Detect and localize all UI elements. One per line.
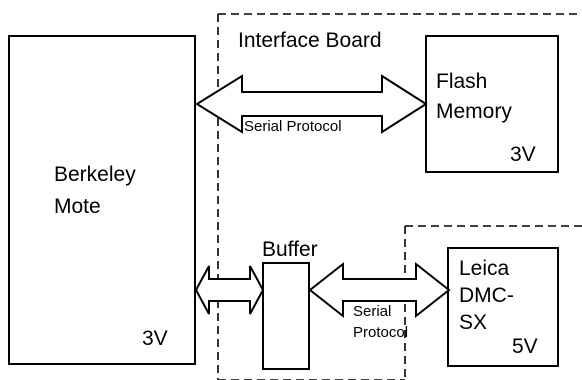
interface-board-boundary (217, 13, 582, 380)
flash-memory-label-line2: Memory (436, 100, 512, 123)
flash-memory-block (425, 35, 559, 173)
top-link-label: Serial Protocol (244, 118, 342, 135)
flash-memory-voltage: 3V (510, 143, 536, 166)
interface-board-title: Interface Board (238, 29, 382, 52)
flash-memory-label-line1: Flash (436, 70, 487, 93)
mote-buffer-double-arrow (194, 265, 265, 315)
buffer-block (262, 262, 310, 370)
buffer-leica-double-arrow (308, 261, 451, 319)
bottom-link-label-line2: Protocol (353, 324, 408, 341)
leica-camera-label-line2: DMC- (459, 284, 514, 307)
buffer-label: Buffer (262, 238, 318, 261)
leica-camera-label-line3: SX (459, 311, 487, 334)
leica-camera-label-line1: Leica (459, 257, 510, 280)
berkeley-mote-block (8, 35, 196, 365)
berkeley-mote-label-line1: Berkeley (54, 163, 136, 186)
mote-flash-double-arrow (195, 74, 428, 134)
berkeley-mote-voltage: 3V (142, 327, 168, 350)
leica-camera-voltage: 5V (512, 335, 538, 358)
berkeley-mote-label-line2: Mote (54, 195, 101, 218)
bottom-link-label-line1: Serial (353, 303, 391, 320)
leica-camera-block (447, 247, 559, 367)
